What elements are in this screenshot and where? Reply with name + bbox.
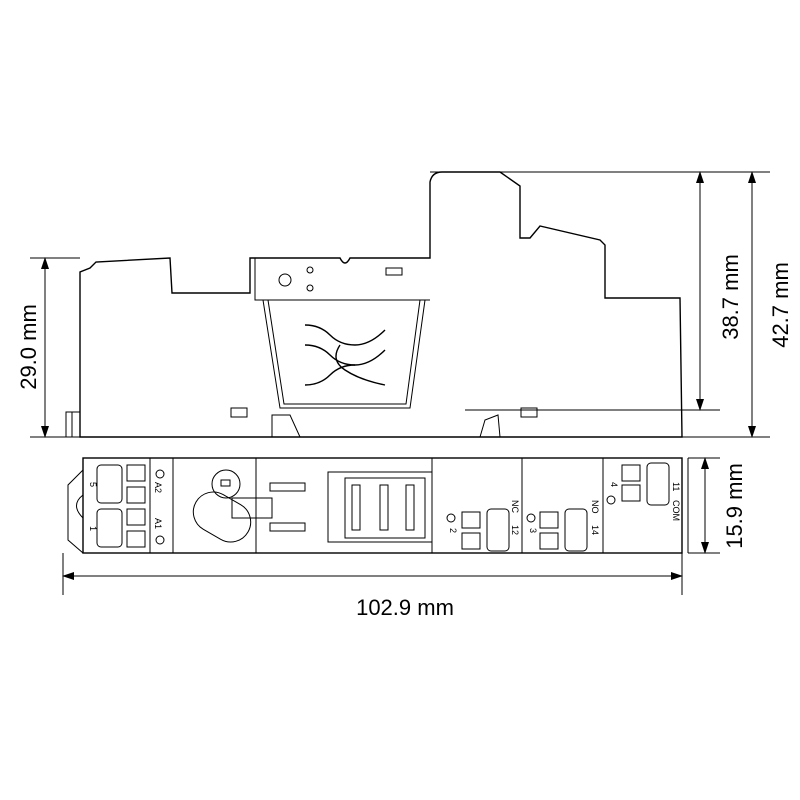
- relay-window: [262, 299, 426, 409]
- terminal-a2: A2: [153, 482, 163, 493]
- dimension-height-total: 42.7 mm: [748, 171, 793, 438]
- depth-label: 15.9 mm: [722, 463, 747, 549]
- terminal-nc: NC: [510, 500, 520, 513]
- height-total-label: 42.7 mm: [768, 262, 793, 348]
- terminal-4: 4: [609, 482, 619, 487]
- dimension-length: 102.9 mm: [62, 553, 683, 620]
- dimension-height-inner: 38.7 mm: [430, 171, 770, 438]
- side-view: [65, 171, 720, 438]
- terminal-com: COM: [671, 500, 681, 521]
- dimension-depth: 15.9 mm: [688, 457, 747, 554]
- terminal-12: 12: [510, 525, 520, 535]
- terminal-no: NO: [590, 500, 600, 514]
- relay-symbol: [304, 324, 386, 386]
- terminal-5: 5: [88, 482, 98, 487]
- terminal-14: 14: [590, 525, 600, 535]
- terminal-a1: A1: [153, 518, 163, 529]
- terminal-1: 1: [88, 526, 98, 531]
- bottom-view: 5 1 A2 A1 NC 12 2 NO 14 3 4 11 COM: [67, 457, 689, 554]
- dimension-height-left: 29.0 mm: [16, 257, 80, 438]
- height-inner-label: 38.7 mm: [718, 254, 743, 340]
- height-left-label: 29.0 mm: [16, 304, 41, 390]
- terminal-11: 11: [671, 482, 681, 491]
- side-view-outline: [79, 171, 683, 438]
- length-label: 102.9 mm: [356, 595, 454, 620]
- terminal-3: 3: [528, 528, 538, 533]
- terminal-2: 2: [448, 528, 458, 533]
